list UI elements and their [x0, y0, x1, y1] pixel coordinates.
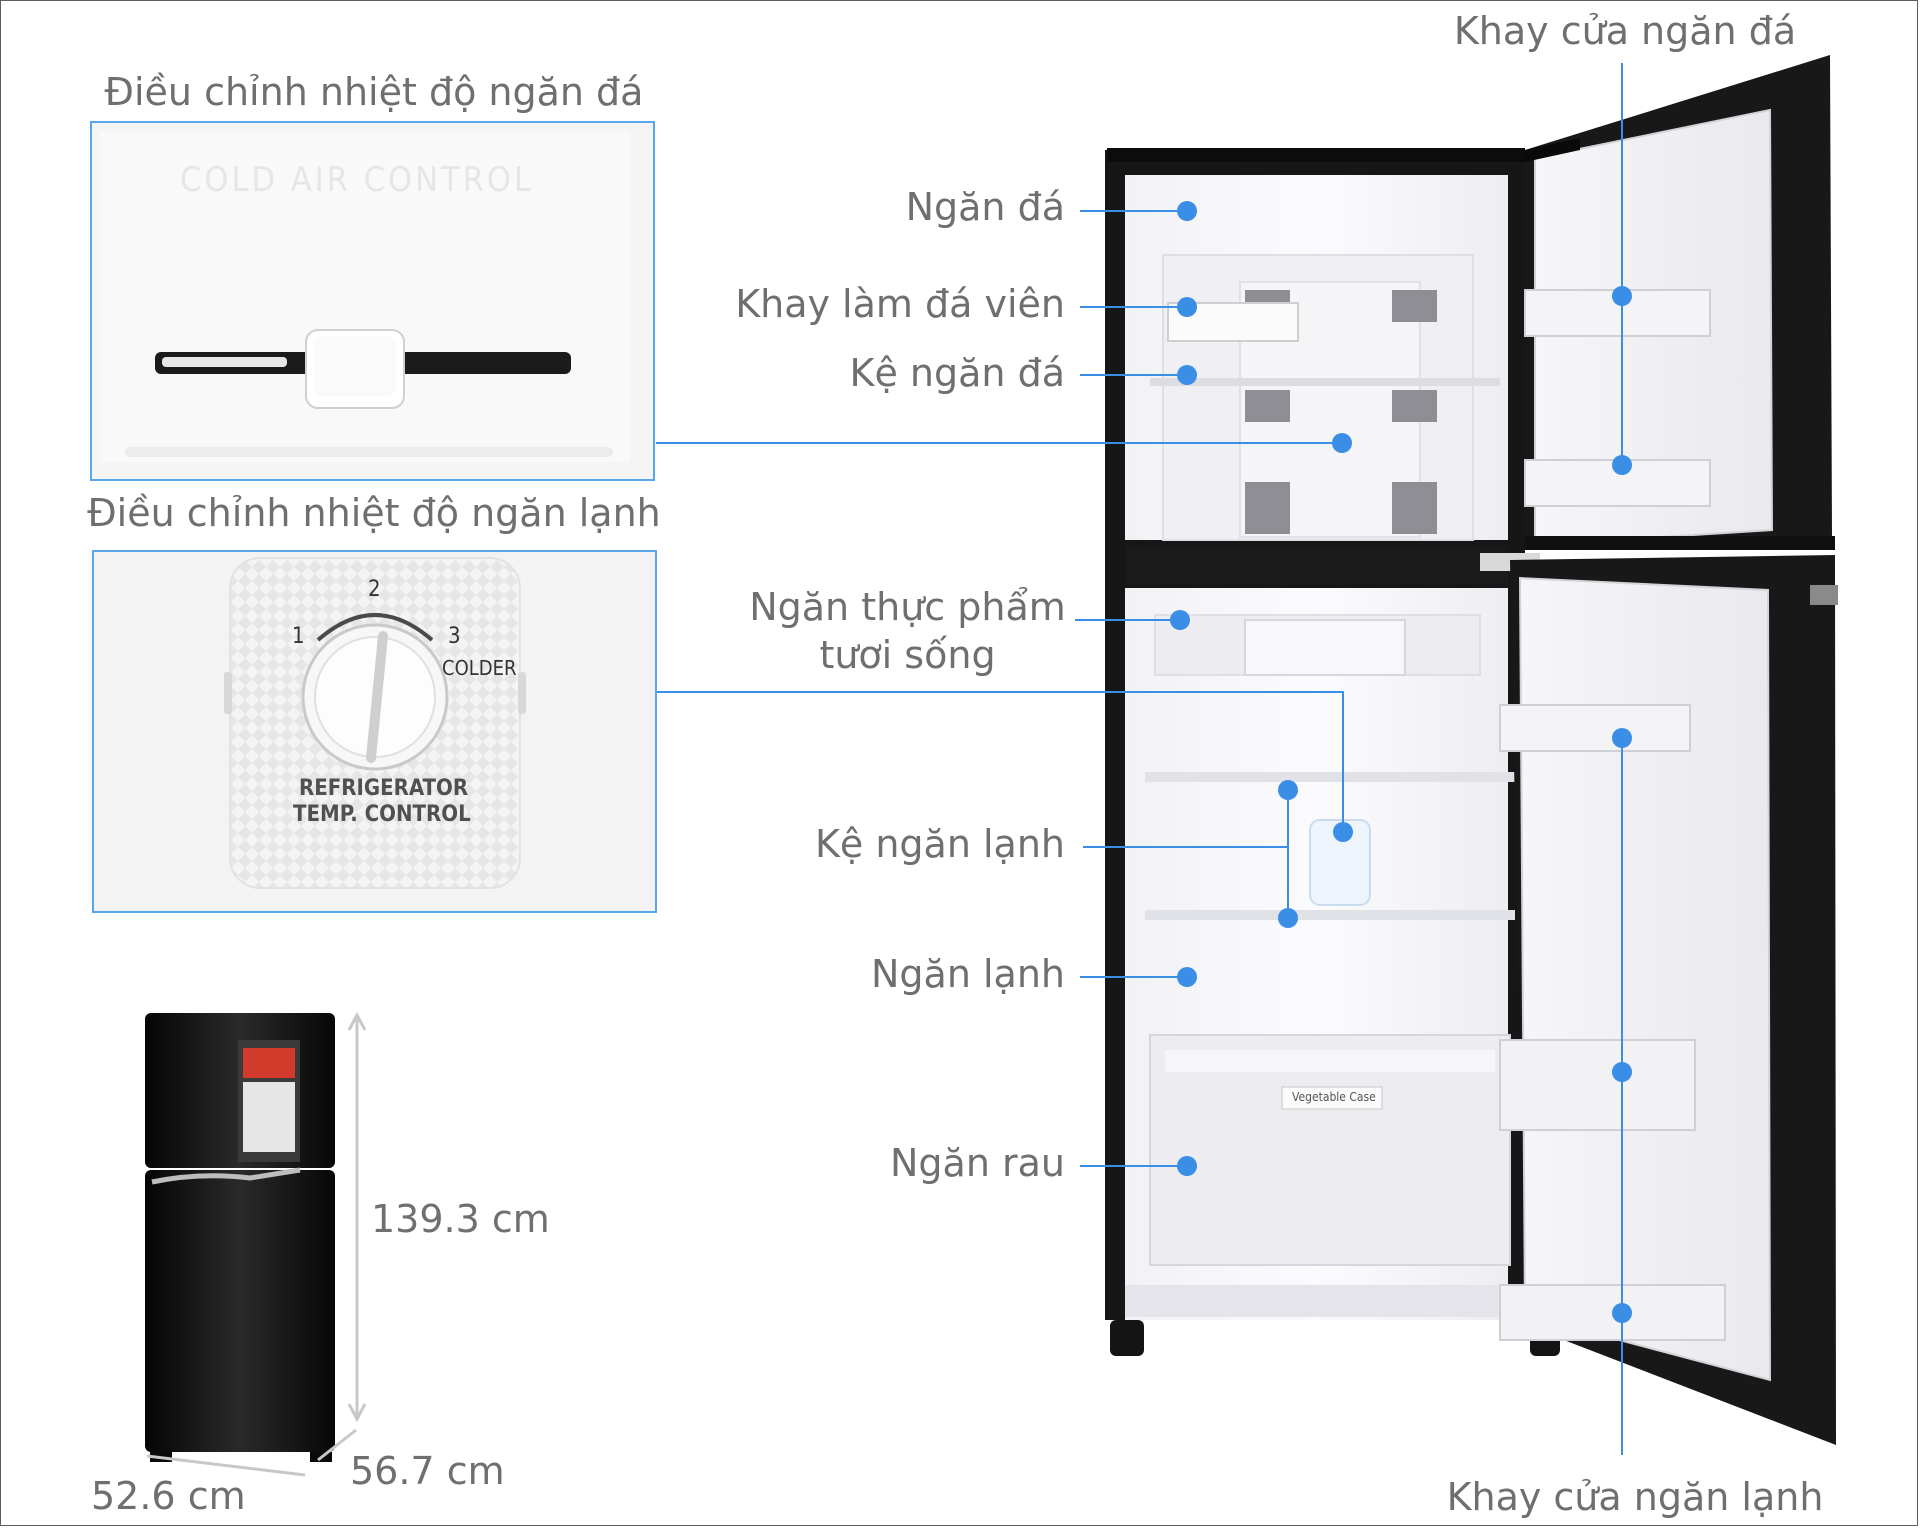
vegetable-case-label: Vegetable Case: [1292, 1090, 1376, 1104]
dial-label-line2: TEMP. CONTROL: [293, 802, 471, 827]
callout-dots: [1170, 201, 1632, 1323]
callout-fridge-door-tray: Khay cửa ngăn lạnh: [1446, 1475, 1824, 1519]
dial-label-line1: REFRIGERATOR: [299, 776, 469, 801]
callout-lines: [656, 63, 1623, 1455]
dial-mark-2: 2: [368, 577, 381, 602]
callout-fridge-shelf: Kệ ngăn lạnh: [814, 822, 1065, 866]
fridge-shelf-lower: [1145, 910, 1515, 920]
dimension-width: 52.6 cm: [91, 1474, 246, 1518]
dial-mark-3: 3: [448, 624, 461, 649]
fridge-shelf-upper: [1145, 772, 1515, 782]
small-fridge-product: [145, 1011, 367, 1477]
fridge-control-panel: [92, 550, 657, 913]
freezer-shelf: [1150, 378, 1500, 386]
callout-fridge: Ngăn lạnh: [870, 952, 1065, 996]
freezer-control-panel: [90, 121, 655, 481]
fridge-control-title: Điều chỉnh nhiệt độ ngăn lạnh: [87, 491, 661, 535]
callout-freezer-door-tray: Khay cửa ngăn đá: [1453, 9, 1797, 53]
fridge-door-shelf-1: [1499, 704, 1691, 752]
callout-freezer: Ngăn đá: [905, 185, 1065, 229]
freezer-control-title: Điều chỉnh nhiệt độ ngăn đá: [104, 70, 644, 114]
fridge-door-shelf-2: [1499, 1039, 1696, 1131]
dimension-height: 139.3 cm: [371, 1197, 550, 1241]
dial-colder-label: COLDER: [442, 656, 517, 680]
freezer-panel-text: COLD AIR CONTROL: [180, 160, 534, 200]
main-fridge: [1105, 55, 1838, 1445]
callout-ice-tray: Khay làm đá viên: [735, 282, 1065, 326]
callout-vegetable: Ngăn rau: [890, 1141, 1065, 1185]
callout-freezer-shelf: Kệ ngăn đá: [849, 351, 1065, 395]
vegetable-crisper: [1149, 1034, 1511, 1266]
dimension-depth: 56.7 cm: [350, 1449, 505, 1493]
dial-mark-1: 1: [292, 624, 305, 649]
callout-fresh-food: Ngăn thực phẩm tươi sống: [749, 585, 1066, 677]
